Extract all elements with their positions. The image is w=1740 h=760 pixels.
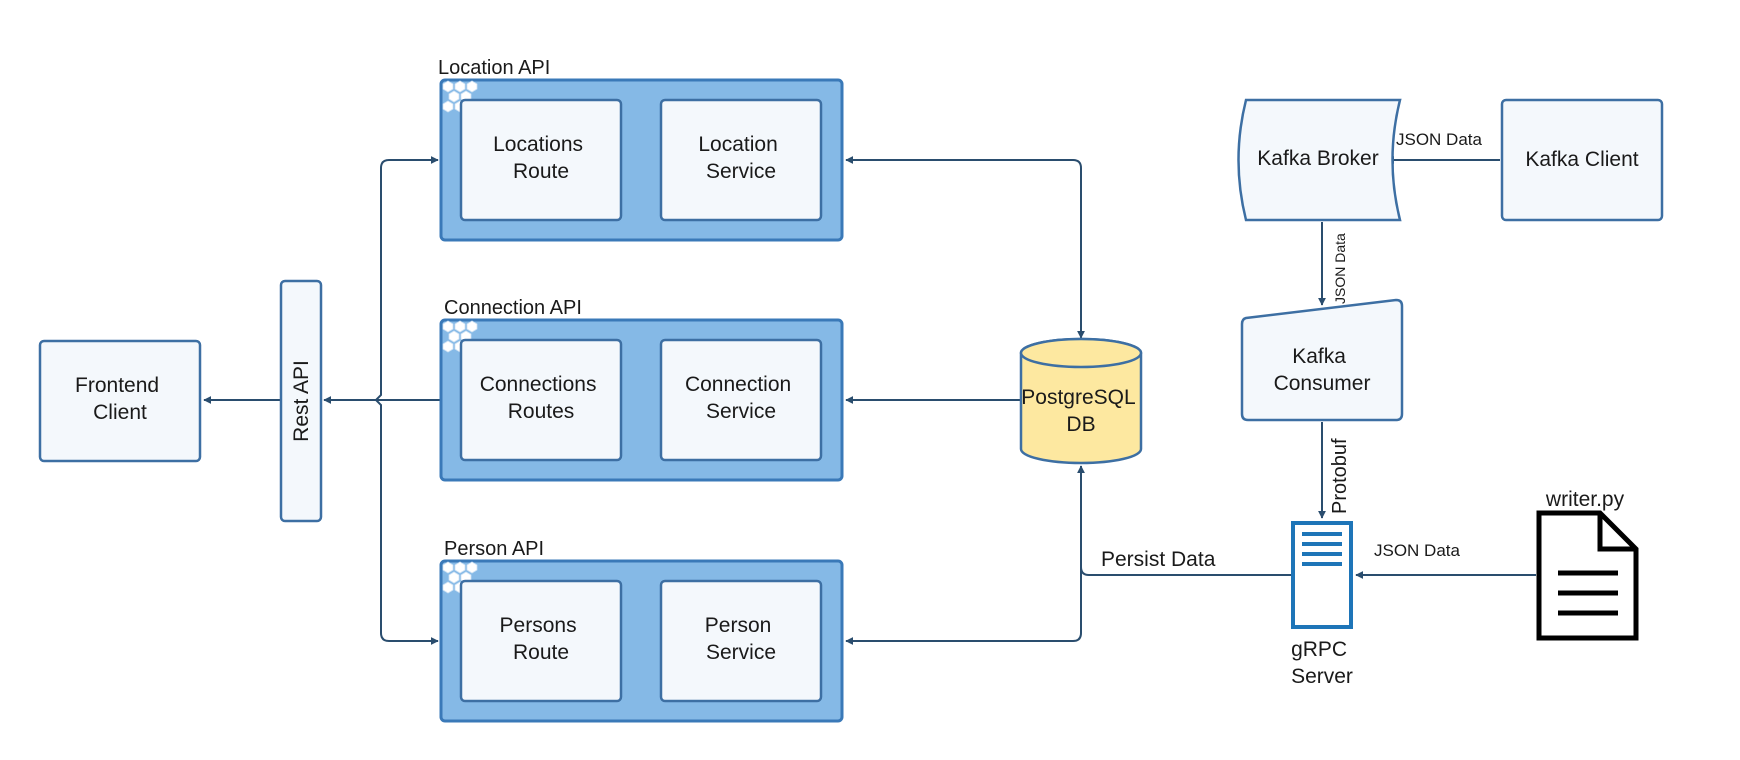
location-api-group: Location API Locations Route Location Se…: [438, 57, 844, 242]
writer-py-label: writer.py: [1545, 488, 1625, 511]
kafka-client-node[interactable]: Kafka Client: [1500, 98, 1664, 222]
frontend-client-label: Frontend Client: [75, 374, 165, 424]
postgresql-db-node[interactable]: PostgreSQL DB: [1019, 337, 1143, 465]
connection-api-group: Connection API Connections Routes Connec…: [439, 297, 844, 482]
location-service-box[interactable]: [659, 98, 823, 222]
location-service-label: Location Service: [698, 133, 783, 183]
frontend-client-node[interactable]: Frontend Client: [38, 339, 202, 463]
connection-api-title: Connection API: [444, 297, 582, 319]
document-icon: [1536, 510, 1639, 641]
connections-routes-label: Connections Routes: [480, 373, 603, 423]
locations-route-box[interactable]: [459, 98, 623, 222]
edge-db-person: [845, 465, 1085, 645]
kafka-client-label: Kafka Client: [1525, 148, 1638, 171]
persons-route-label: Persons Route: [500, 614, 583, 664]
label-broker-to-consumer: JSON Data: [1332, 233, 1348, 304]
person-service-box[interactable]: [659, 579, 823, 703]
kafka-broker-node[interactable]: Kafka Broker: [1237, 98, 1402, 222]
rest-api-node[interactable]: Rest API: [279, 279, 323, 523]
kafka-consumer-label: Kafka Consumer: [1274, 345, 1371, 395]
person-api-group: Person API Persons Route Person Service: [439, 538, 844, 723]
kafka-broker-label: Kafka Broker: [1257, 147, 1378, 170]
connection-service-label: Connection Service: [685, 373, 797, 423]
rest-api-label: Rest API: [290, 360, 313, 442]
connection-service-box[interactable]: [659, 338, 823, 462]
person-api-title: Person API: [444, 538, 544, 560]
edge-labels: JSON Data JSON Data Protobuf JSON Data P…: [1101, 130, 1483, 571]
postgresql-db-label: PostgreSQL DB: [1021, 386, 1140, 436]
grpc-server-node[interactable]: gRPC Server: [1291, 521, 1353, 688]
edge-grpc-to-db: [1080, 566, 1291, 576]
person-service-label: Person Service: [705, 614, 777, 664]
kafka-consumer-node[interactable]: Kafka Consumer: [1240, 298, 1404, 422]
label-client-to-broker: JSON Data: [1396, 130, 1483, 149]
locations-route-label: Locations Route: [493, 133, 589, 183]
writer-py-node[interactable]: writer.py: [1536, 488, 1639, 641]
location-api-title: Location API: [438, 57, 550, 79]
label-writer-to-grpc: JSON Data: [1374, 541, 1461, 560]
label-grpc-to-db: Persist Data: [1101, 548, 1216, 571]
grpc-server-label: gRPC Server: [1291, 638, 1353, 688]
connections-routes-box[interactable]: [459, 338, 623, 462]
connectors: [203, 156, 1536, 645]
edge-rest-to-location: [375, 156, 439, 401]
label-consumer-to-grpc: Protobuf: [1329, 438, 1351, 514]
edge-rest-to-person: [375, 399, 439, 645]
edge-db-location: [845, 156, 1085, 339]
server-icon: [1291, 521, 1353, 629]
persons-route-box[interactable]: [459, 579, 623, 703]
